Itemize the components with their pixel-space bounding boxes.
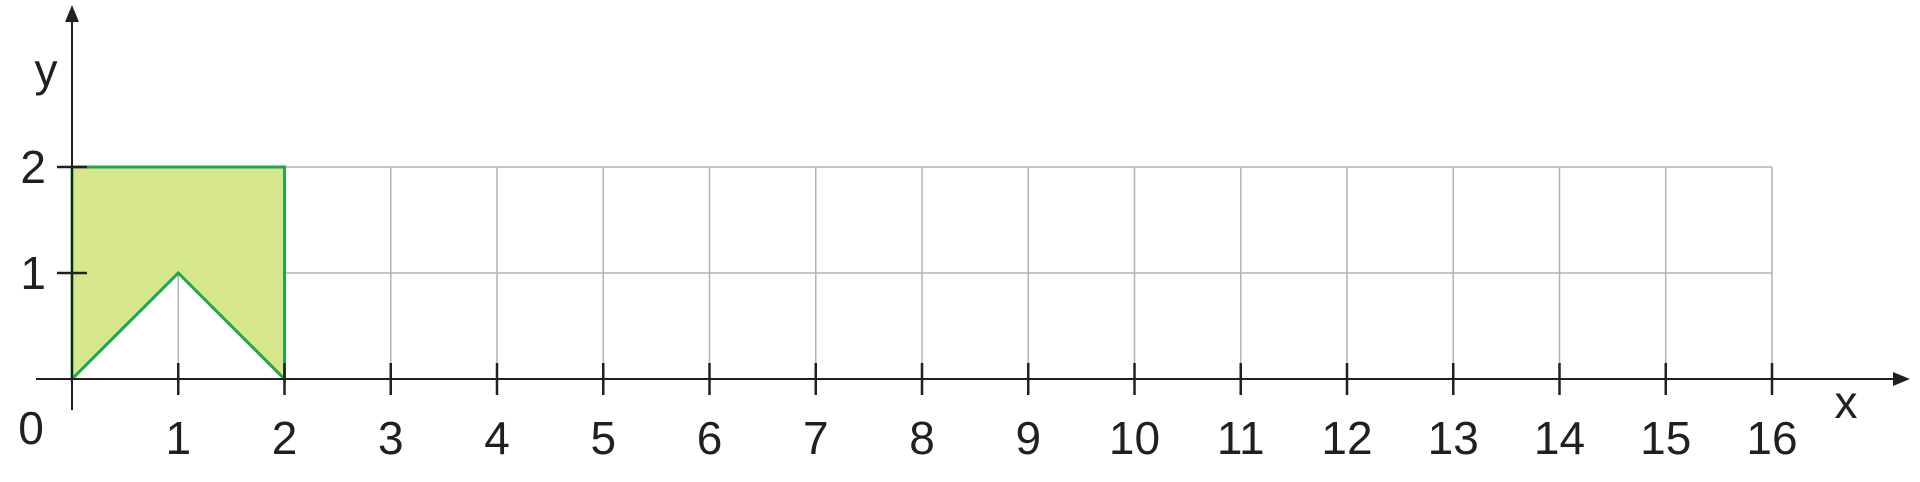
x-tick-label: 5 (590, 412, 616, 464)
x-tick-label: 4 (484, 412, 510, 464)
axes (36, 5, 1910, 410)
x-axis-label: x (1835, 376, 1858, 428)
y-tick-label: 1 (20, 247, 46, 299)
y-tick-label: 2 (20, 141, 46, 193)
x-tick-label: 8 (909, 412, 935, 464)
x-tick-label: 11 (1217, 412, 1265, 464)
x-tick-label: 7 (803, 412, 829, 464)
x-tick-label: 12 (1321, 412, 1372, 464)
x-tick-label: 1 (165, 412, 191, 464)
origin-label: 0 (18, 402, 44, 454)
x-tick-label: 10 (1109, 412, 1160, 464)
x-tick-label: 9 (1015, 412, 1041, 464)
x-tick-label: 15 (1640, 412, 1691, 464)
grid-lines (72, 166, 1773, 379)
x-tick-label: 14 (1534, 412, 1585, 464)
y-axis-label: y (35, 44, 58, 96)
x-tick-label: 16 (1746, 412, 1797, 464)
y-axis-arrowhead (65, 5, 79, 22)
x-axis-arrowhead (1893, 372, 1910, 386)
x-tick-label: 13 (1428, 412, 1479, 464)
x-tick-label: 2 (272, 412, 298, 464)
x-tick-label: 3 (378, 412, 404, 464)
x-tick-label: 6 (697, 412, 723, 464)
